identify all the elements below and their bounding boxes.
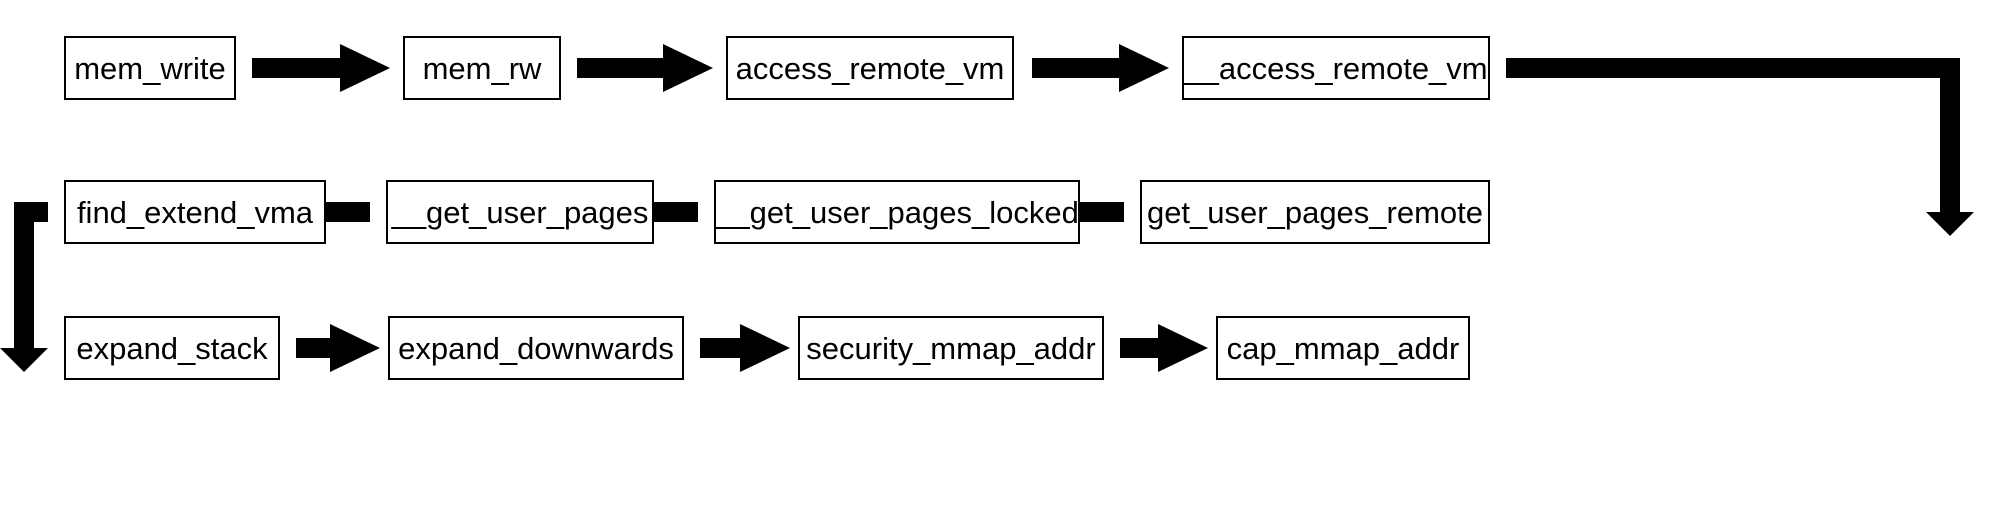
node-underscore-get-user-pages[interactable]: __get_user_pages bbox=[386, 180, 654, 244]
node-underscore-get-user-pages-locked[interactable]: __get_user_pages_locked bbox=[714, 180, 1080, 244]
node-expand-downwards[interactable]: expand_downwards bbox=[388, 316, 684, 380]
edge-security_mmap_addr-to-cap_mmap_addr bbox=[1120, 324, 1208, 372]
node-cap-mmap-addr[interactable]: cap_mmap_addr bbox=[1216, 316, 1470, 380]
edge-expand_stack-to-expand_downwards bbox=[296, 324, 380, 372]
node-security-mmap-addr[interactable]: security_mmap_addr bbox=[798, 316, 1104, 380]
edge-access_remote_vm-to-__access_remote_vm bbox=[1032, 44, 1169, 92]
edge-mem_write-to-mem_rw bbox=[252, 44, 390, 92]
node-get-user-pages-remote[interactable]: get_user_pages_remote bbox=[1140, 180, 1490, 244]
edge-mem_rw-to-access_remote_vm bbox=[577, 44, 713, 92]
node-mem-write[interactable]: mem_write bbox=[64, 36, 236, 100]
node-underscore-access-remote-vm[interactable]: __access_remote_vm bbox=[1182, 36, 1490, 100]
node-access-remote-vm[interactable]: access_remote_vm bbox=[726, 36, 1014, 100]
node-mem-rw[interactable]: mem_rw bbox=[403, 36, 561, 100]
edge-__access_remote_vm-to-get_user_pages_remote bbox=[1506, 58, 1974, 236]
node-find-extend-vma[interactable]: find_extend_vma bbox=[64, 180, 326, 244]
edge-find_extend_vma-to-expand_stack bbox=[0, 202, 48, 372]
node-expand-stack[interactable]: expand_stack bbox=[64, 316, 280, 380]
edge-expand_downwards-to-security_mmap_addr bbox=[700, 324, 790, 372]
